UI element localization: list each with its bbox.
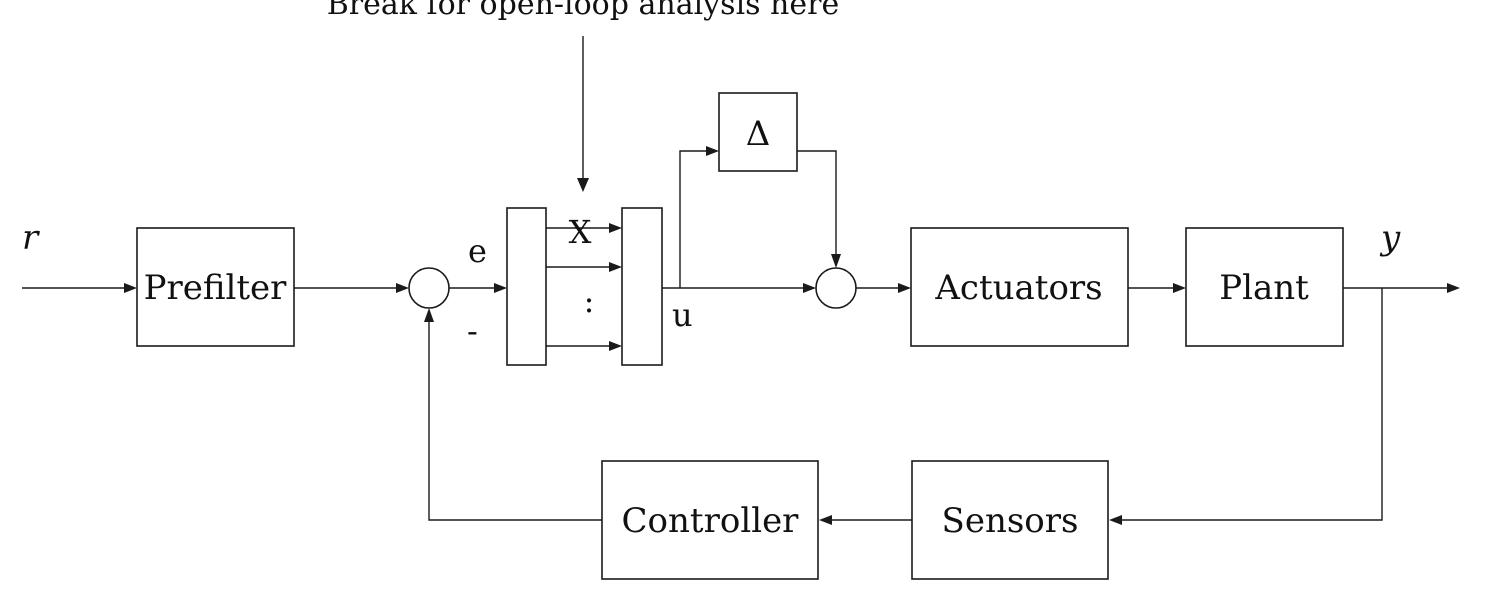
- wire-u-to-delta: [679, 150, 708, 288]
- arrowhead-sum1-bottom: [424, 308, 434, 322]
- arrowhead-output: [1447, 283, 1460, 293]
- arrowhead-sum2-top: [831, 254, 841, 268]
- signal-e-label: e: [468, 232, 487, 270]
- mux-bar: [621, 207, 663, 366]
- break-x-mark: X: [569, 213, 592, 251]
- channel-dots: :: [584, 282, 595, 320]
- arrowhead-sensors-in: [1109, 515, 1122, 525]
- actuators-block: [910, 227, 1129, 347]
- prefilter-label: Prefilter: [144, 268, 288, 308]
- sensors-block: [911, 460, 1109, 580]
- summing-junction-error: [408, 267, 450, 309]
- plant-block: [1185, 227, 1344, 347]
- arrowhead-sum1-in: [396, 283, 409, 293]
- plant-label: Plant: [1219, 268, 1309, 308]
- arrowhead-actuators-in: [898, 283, 911, 293]
- delta-label: Δ: [746, 114, 771, 154]
- break-arrowhead: [577, 178, 589, 192]
- arrowhead-channel-3: [609, 341, 622, 351]
- arrowhead-controller-in: [819, 515, 832, 525]
- wire-delta-to-sum2: [797, 150, 837, 256]
- arrowhead-mux-in: [494, 283, 507, 293]
- signal-y-label: y: [1379, 218, 1401, 258]
- arrowhead-sum2-in: [803, 283, 816, 293]
- signal-r-label: r: [22, 218, 40, 258]
- arrowhead-prefilter-in: [124, 283, 137, 293]
- demux-bar: [506, 207, 547, 366]
- wire-controller-to-sum: [428, 320, 602, 521]
- actuators-label: Actuators: [934, 268, 1102, 308]
- break-annotation: Break for open-loop analysis here: [327, 0, 839, 22]
- controller-label: Controller: [622, 501, 800, 541]
- arrowhead-channel-2: [609, 262, 622, 272]
- wire-output-to-sensors: [1120, 288, 1383, 521]
- prefilter-block: [136, 227, 295, 347]
- arrowhead-delta-in: [706, 146, 719, 156]
- minus-sign: -: [467, 312, 478, 350]
- arrowhead-plant-in: [1173, 283, 1186, 293]
- signal-u-label: u: [672, 296, 693, 334]
- sensors-label: Sensors: [942, 501, 1079, 541]
- arrowhead-channel-1: [609, 223, 622, 233]
- summing-junction-uncertainty: [815, 267, 857, 309]
- delta-block: [718, 92, 798, 172]
